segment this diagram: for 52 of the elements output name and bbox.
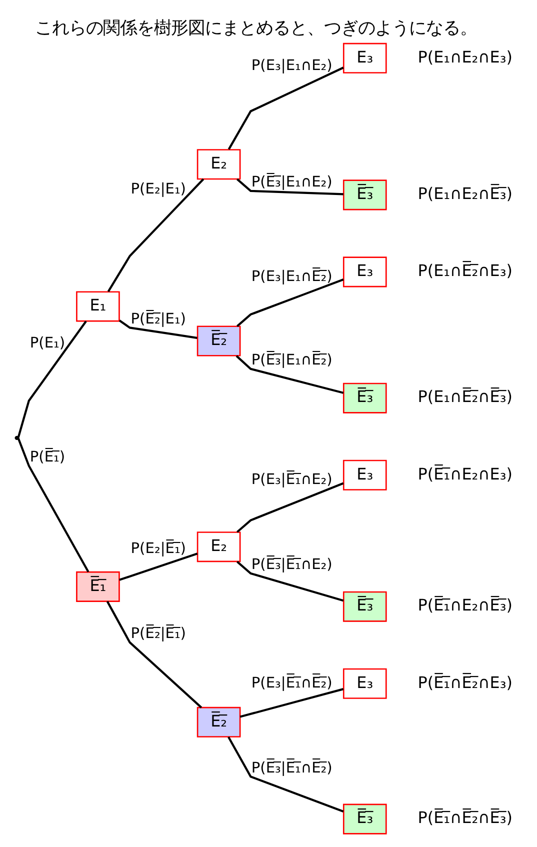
node-label: P(E₁∩E₂∩E̅₃̅) bbox=[418, 184, 512, 203]
node-point bbox=[14, 435, 19, 440]
edge-label: P(E̅₁̅) bbox=[30, 448, 66, 466]
edge-label: P(E₃|E₁∩E̅₂̅) bbox=[251, 267, 332, 284]
diagram-title: これらの関係を樹形図にまとめると、つぎのようになる。 bbox=[34, 18, 477, 38]
edge-label: P(E₂|E₁) bbox=[130, 180, 186, 197]
connector bbox=[119, 552, 198, 580]
connector bbox=[236, 354, 344, 394]
node-box: E₃ bbox=[342, 668, 387, 698]
node-box: E̅₃̅ bbox=[342, 803, 387, 834]
connector bbox=[236, 560, 344, 602]
edge-label: P(E̅₂̅|E̅₁̅) bbox=[130, 624, 186, 642]
edge-label: P(E₃|E̅₁̅∩E₂) bbox=[251, 470, 332, 488]
node-label: P(E̅₁̅∩E₂∩E₃) bbox=[418, 464, 512, 483]
node-label: P(E̅₁̅∩E̅₂̅∩E̅₃̅) bbox=[418, 808, 512, 827]
connector bbox=[236, 482, 344, 532]
connector bbox=[228, 66, 344, 150]
connector bbox=[17, 437, 90, 572]
node-label: P(E₁∩E̅₂̅∩E̅₃̅) bbox=[418, 386, 512, 406]
connector bbox=[106, 600, 202, 708]
edge-label: P(E̅₃̅|E₁∩E̅₂̅) bbox=[251, 351, 332, 368]
node-box: E̅₁̅ bbox=[76, 570, 120, 602]
connector bbox=[236, 278, 344, 326]
node-label: P(E̅₁̅∩E̅₂̅∩E₃) bbox=[418, 672, 512, 692]
node-box: E̅₂̅ bbox=[196, 706, 241, 737]
connector bbox=[17, 320, 87, 438]
node-box: E₁ bbox=[76, 290, 120, 322]
node-box: E̅₃̅ bbox=[342, 179, 387, 210]
edge-label: P(E̅₂̅|E₁) bbox=[130, 310, 186, 327]
node-box: E₃ bbox=[342, 459, 387, 490]
edge-label: P(E₃|E₁∩E₂) bbox=[251, 56, 332, 74]
connector bbox=[236, 178, 344, 195]
edge-label: P(E̅₃̅|E̅₁̅∩E₂) bbox=[251, 556, 332, 573]
edge-label: P(E̅₃̅|E₁∩E₂) bbox=[251, 173, 332, 190]
connector bbox=[228, 736, 344, 812]
node-box: E̅₃̅ bbox=[342, 382, 387, 413]
node-box: E̅₃̅ bbox=[342, 590, 387, 622]
node-box: E̅₂̅ bbox=[196, 325, 241, 356]
edge-label: P(E̅₃̅|E̅₁̅∩E̅₂̅) bbox=[251, 758, 332, 776]
connector bbox=[118, 319, 198, 338]
edge-label: P(E₁) bbox=[30, 334, 66, 351]
node-box: E₃ bbox=[342, 256, 387, 287]
node-label: P(E̅₁̅∩E₂∩E̅₃̅) bbox=[418, 595, 512, 614]
connector bbox=[240, 688, 344, 718]
connector bbox=[107, 178, 204, 292]
node-label: P(E₁∩E₂∩E₃) bbox=[418, 46, 512, 66]
edge-label: P(E₃|E̅₁̅∩E̅₂̅) bbox=[251, 674, 332, 691]
edge-label: P(E₂|E̅₁̅) bbox=[130, 540, 186, 557]
node-box: E₃ bbox=[342, 42, 387, 73]
node-box: E₂ bbox=[196, 531, 241, 562]
node-label: P(E₁∩E̅₂̅∩E₃) bbox=[418, 260, 512, 280]
node-box: E₂ bbox=[196, 148, 241, 180]
